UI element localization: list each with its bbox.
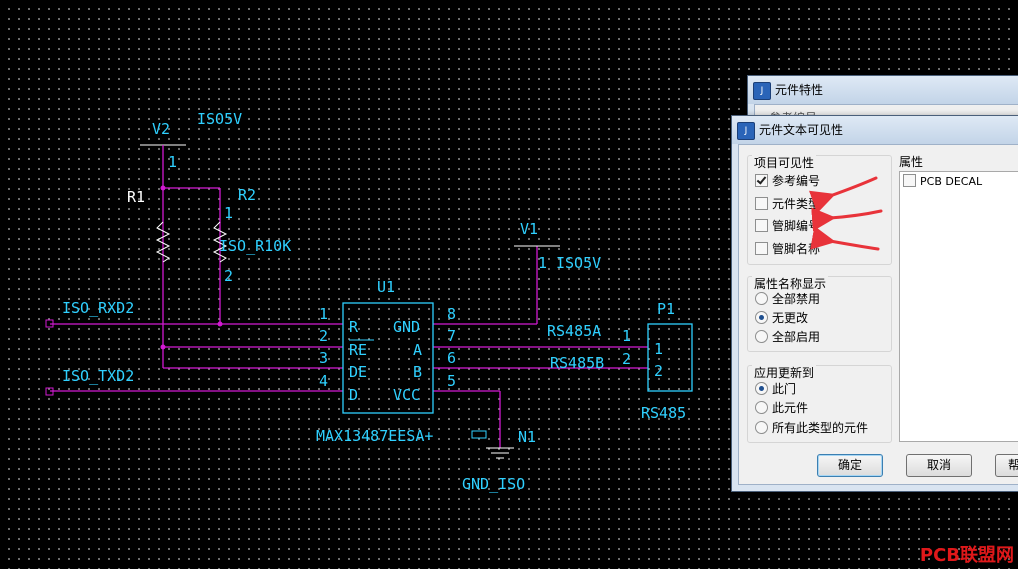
watermark: PCB联盟网 xyxy=(919,545,1014,566)
part-marker xyxy=(471,430,487,439)
u1-body xyxy=(342,302,434,414)
u1-part-label: MAX13487EESA+ xyxy=(316,427,433,445)
checkbox-icon[interactable] xyxy=(755,197,768,210)
u1-pin-name: B xyxy=(413,363,422,381)
ground-icon xyxy=(486,447,514,459)
radio-icon[interactable] xyxy=(755,292,768,305)
v1-pin: 1 xyxy=(538,254,547,272)
u1-pin-name: DE xyxy=(349,363,367,381)
cancel-button[interactable]: 取消 xyxy=(906,454,972,477)
app-icon: J xyxy=(753,82,771,100)
p1-pin1-outer: 1 xyxy=(622,327,631,345)
red-arrow-icon xyxy=(810,226,880,251)
radio-disable-all[interactable]: 全部禁用 xyxy=(755,290,820,307)
u1-pin: 4 xyxy=(319,372,328,390)
r2-pin2: 2 xyxy=(224,267,233,285)
offpage-connector-txd xyxy=(45,387,54,396)
r1-label: R1 xyxy=(127,188,145,206)
r1-resistor-icon xyxy=(155,221,171,263)
radio-icon[interactable] xyxy=(755,382,768,395)
help-button[interactable]: 帮 xyxy=(995,454,1018,477)
radio-all-of-type[interactable]: 所有此类型的元件 xyxy=(755,419,868,436)
attributes-label: 属性 xyxy=(899,155,924,169)
u1-pin: 2 xyxy=(319,327,328,345)
text-visibility-dialog[interactable]: J 元件文本可见性 项目可见性 参考编号 元件类型 管脚编号 管脚名称 属性名称… xyxy=(731,115,1018,492)
v2-label: V2 xyxy=(152,120,170,138)
checkbox-ref[interactable]: 参考编号 xyxy=(755,172,820,189)
n1-label: N1 xyxy=(518,428,536,446)
u1-pin-name: R xyxy=(349,318,359,336)
v1-label: V1 xyxy=(520,220,538,238)
radio-no-change[interactable]: 无更改 xyxy=(755,309,808,326)
checkbox-pin-number[interactable]: 管脚编号 xyxy=(755,217,820,234)
radio-this-part[interactable]: 此元件 xyxy=(755,399,808,416)
radio-icon[interactable] xyxy=(755,421,768,434)
net-b-label: RS485B xyxy=(550,354,604,372)
titlebar[interactable]: J 元件文本可见性 xyxy=(732,116,1018,144)
u1-pin-name: VCC xyxy=(393,386,420,404)
r2-pin1: 1 xyxy=(224,204,233,222)
u1-pin-name: GND xyxy=(393,318,420,336)
u1-pin: 3 xyxy=(319,349,328,367)
u1-label: U1 xyxy=(377,278,395,296)
u1-pin: 6 xyxy=(447,349,456,367)
group-title: 应用更新到 xyxy=(752,364,817,381)
gnd-label: GND_ISO xyxy=(462,475,525,493)
u1-pin-name: D xyxy=(349,386,358,404)
u1-pin-name: RE xyxy=(349,341,367,359)
checkbox-icon[interactable] xyxy=(755,219,768,232)
u1-pin: 5 xyxy=(447,372,456,390)
checkbox-pin-name[interactable]: 管脚名称 xyxy=(755,240,820,257)
dialog-title: 元件文本可见性 xyxy=(759,123,844,137)
dialog-body: 项目可见性 参考编号 元件类型 管脚编号 管脚名称 属性名称显示 全部禁用 无更… xyxy=(738,144,1018,485)
p1-pin1-inner: 1 xyxy=(654,340,663,358)
p1-pin2-inner: 2 xyxy=(654,362,663,380)
radio-enable-all[interactable]: 全部启用 xyxy=(755,328,820,345)
junction-dot xyxy=(217,321,223,327)
p1-label: P1 xyxy=(657,300,675,318)
radio-icon[interactable] xyxy=(755,401,768,414)
app-icon: J xyxy=(737,122,755,140)
u1-pin: 7 xyxy=(447,327,456,345)
checkbox-icon[interactable] xyxy=(755,174,768,187)
p1-pin2-outer: 2 xyxy=(622,350,631,368)
r2-value: ISO_R10K xyxy=(219,237,291,255)
junction-dot xyxy=(160,344,166,350)
r2-label: R2 xyxy=(238,186,256,204)
checkbox-part-type[interactable]: 元件类型 xyxy=(755,195,820,212)
net-txd-label: ISO_TXD2 xyxy=(62,367,134,385)
red-arrow-icon xyxy=(809,176,878,214)
r2-resistor-icon xyxy=(212,221,228,263)
attr-name-group: 属性名称显示 全部禁用 无更改 全部启用 xyxy=(747,275,892,352)
net-rxd-label: ISO_RXD2 xyxy=(62,299,134,317)
iso5v-right: ISO5V xyxy=(556,254,601,272)
offpage-connector-rxd xyxy=(45,319,54,328)
radio-this-gate[interactable]: 此门 xyxy=(755,380,796,397)
u1-pin-name: A xyxy=(413,341,422,359)
dialog-title: 元件特性 xyxy=(775,83,824,97)
visibility-group: 项目可见性 参考编号 元件类型 管脚编号 管脚名称 xyxy=(747,154,892,265)
checkbox-icon[interactable] xyxy=(903,174,916,187)
attributes-list[interactable]: PCB DECAL xyxy=(899,171,1018,442)
ok-button[interactable]: 确定 xyxy=(817,454,883,477)
group-title: 项目可见性 xyxy=(752,154,817,171)
apply-group: 应用更新到 此门 此元件 所有此类型的元件 xyxy=(747,364,892,443)
p1-value-label: RS485 xyxy=(641,404,686,422)
group-title: 属性名称显示 xyxy=(752,275,829,292)
radio-icon[interactable] xyxy=(755,311,768,324)
list-item[interactable]: PCB DECAL xyxy=(903,174,982,188)
radio-icon[interactable] xyxy=(755,330,768,343)
v2-pin: 1 xyxy=(168,153,177,171)
checkbox-icon[interactable] xyxy=(755,242,768,255)
iso5v-top: ISO5V xyxy=(197,110,242,128)
net-a-label: RS485A xyxy=(547,322,601,340)
p1-body xyxy=(647,323,693,392)
u1-pin: 1 xyxy=(319,305,328,323)
u1-pin: 8 xyxy=(447,305,456,323)
red-arrow-icon xyxy=(811,207,883,232)
titlebar[interactable]: J 元件特性 xyxy=(748,76,1018,104)
